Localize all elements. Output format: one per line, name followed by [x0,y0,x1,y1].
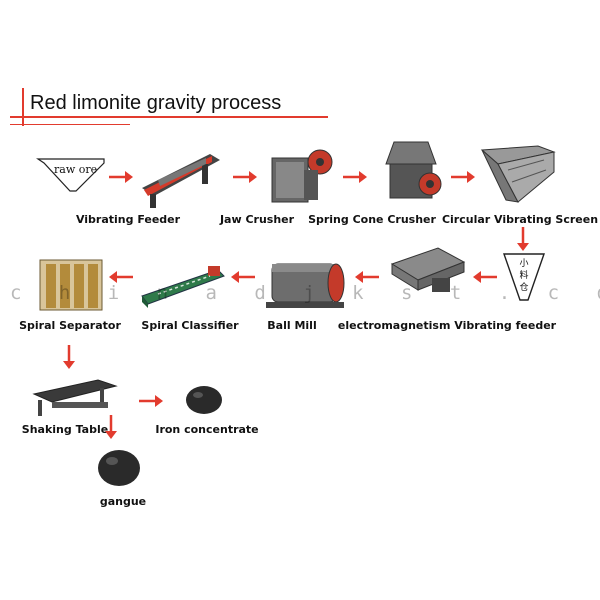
label-gangue: gangue [99,495,147,508]
label-spiral-classifier: Spiral Classifier [141,319,239,332]
raw-ore-label: raw ore [54,163,98,176]
shaking-table-machine [28,374,120,420]
arrow-left-icon [354,270,380,284]
label-spiral-separator: Spiral Separator [19,319,121,332]
arrow-left-icon [108,270,134,284]
spiral-separator-machine [38,256,104,312]
arrow-right-icon [232,170,258,184]
arrow-down-icon [516,226,530,252]
raw-ore-hopper: raw ore [36,155,106,195]
label-spring-cone-crusher: Spring Cone Crusher [308,213,436,226]
label-ball-mill: Ball Mill [267,319,317,332]
iron-concentrate-pile [184,384,224,416]
spring-cone-crusher-machine [380,138,446,204]
gangue-pile [96,448,142,488]
arrow-left-icon [472,270,498,284]
label-iron-concentrate: Iron concentrate [155,423,259,436]
page-title: Red limonite gravity process [30,92,282,114]
arrow-right-icon [450,170,476,184]
arrow-right-icon [138,394,164,408]
electromagnetic-vibrating-feeder-machine [388,244,468,310]
arrow-down-icon [62,344,76,370]
label-jaw-crusher: Jaw Crusher [219,213,295,226]
jaw-crusher-machine [268,140,334,206]
arrow-left-icon [230,270,256,284]
bin-label: 小 料 仓 [519,259,529,293]
title-underline-short [10,124,130,125]
label-shaking-table: Shaking Table [21,423,109,436]
watermark-text: c h i n a d j k s t . c o m [10,282,600,304]
label-electromagnetism-vibrating-feeder: electromagnetism Vibrating feeder [337,319,557,332]
ball-mill-machine [262,256,352,312]
ore-bin: 小 料 仓 [502,252,546,302]
arrow-right-icon [342,170,368,184]
title-underline-long [10,116,328,118]
spiral-classifier-machine [138,262,228,310]
label-vibrating-feeder: Vibrating Feeder [75,213,181,226]
vibrating-feeder-machine [140,150,222,212]
circular-vibrating-screen-machine [478,142,558,208]
label-circular-vibrating-screen: Circular Vibrating Screen [441,213,599,226]
title-underline-vertical [22,88,24,126]
arrow-down-icon [104,414,118,440]
arrow-right-icon [108,170,134,184]
